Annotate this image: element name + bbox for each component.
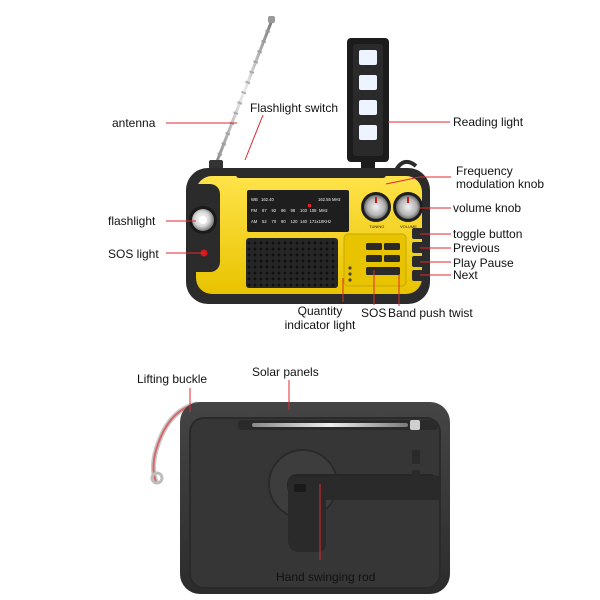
- back-radio: [150, 401, 450, 594]
- label-lifting-buckle: Lifting buckle: [137, 372, 208, 386]
- dial-pointer: [308, 204, 311, 207]
- dial-am-tick: 120: [291, 219, 299, 224]
- label-frequency-knob-line1: Frequency: [456, 164, 513, 178]
- antenna-rod: [209, 16, 275, 170]
- label-flashlight: flashlight: [108, 214, 156, 228]
- volume-caption: VOLUME: [400, 224, 417, 229]
- dial-am-tick: 70: [272, 219, 277, 224]
- label-quantity-light-line2: indicator light: [284, 318, 356, 332]
- volume-knob-dial: [393, 192, 423, 222]
- dial-am-unit: 171x10KHz: [310, 219, 332, 224]
- dial-row-wb: WB: [251, 197, 258, 202]
- flashlight-lens: [186, 184, 220, 272]
- dial-row-am: AM: [251, 219, 258, 224]
- side-buttons: [412, 228, 426, 281]
- retracted-antenna: [238, 420, 438, 430]
- reading-light-panel: [347, 38, 389, 174]
- label-sos: SOS: [361, 306, 387, 320]
- dial-fm-unit: MHz: [319, 208, 328, 213]
- label-solar-panels: Solar panels: [252, 365, 319, 379]
- dial-wb-left: 162.40: [261, 197, 274, 202]
- dial-fm-tick: 96: [281, 208, 286, 213]
- label-reading-light: Reading light: [453, 115, 524, 129]
- dial-fm-tick: 103: [300, 208, 308, 213]
- label-sos-light: SOS light: [108, 247, 159, 261]
- hand-crank-handle: [287, 474, 440, 552]
- label-flashlight-switch: Flashlight switch: [250, 101, 339, 115]
- label-volume-knob: volume knob: [453, 201, 522, 215]
- label-next: Next: [453, 268, 478, 282]
- frequency-scale-panel: [247, 190, 349, 232]
- label-quantity-light-line1: Quantity: [297, 304, 343, 318]
- label-toggle-button: toggle button: [453, 227, 523, 241]
- label-antenna: antenna: [112, 116, 156, 130]
- dial-fm-tick: 87: [262, 208, 267, 213]
- dial-wb-right: 162.55 MHz: [318, 197, 341, 202]
- dial-fm-tick: 92: [272, 208, 277, 213]
- leader-lines: [166, 114, 451, 560]
- dial-am-tick: 140: [300, 219, 308, 224]
- label-band-push-twist: Band push twist: [388, 306, 473, 320]
- dial-am-tick: 52: [262, 219, 267, 224]
- dial-fm-tick: 98: [291, 208, 296, 213]
- label-play-pause: Play Pause: [453, 256, 514, 270]
- speaker-grille: [246, 238, 338, 288]
- dial-row-fm: FM: [251, 208, 258, 213]
- label-previous: Previous: [453, 241, 500, 255]
- label-hand-swinging-rod: Hand swinging rod: [276, 570, 376, 584]
- label-frequency-knob-line2: modulation knob: [456, 177, 545, 191]
- button-panel: [343, 233, 407, 287]
- dial-am-tick: 90: [281, 219, 286, 224]
- tuning-knob: [361, 192, 391, 222]
- dial-fm-tick: 108: [310, 208, 318, 213]
- tuning-caption: TUNING: [369, 224, 384, 229]
